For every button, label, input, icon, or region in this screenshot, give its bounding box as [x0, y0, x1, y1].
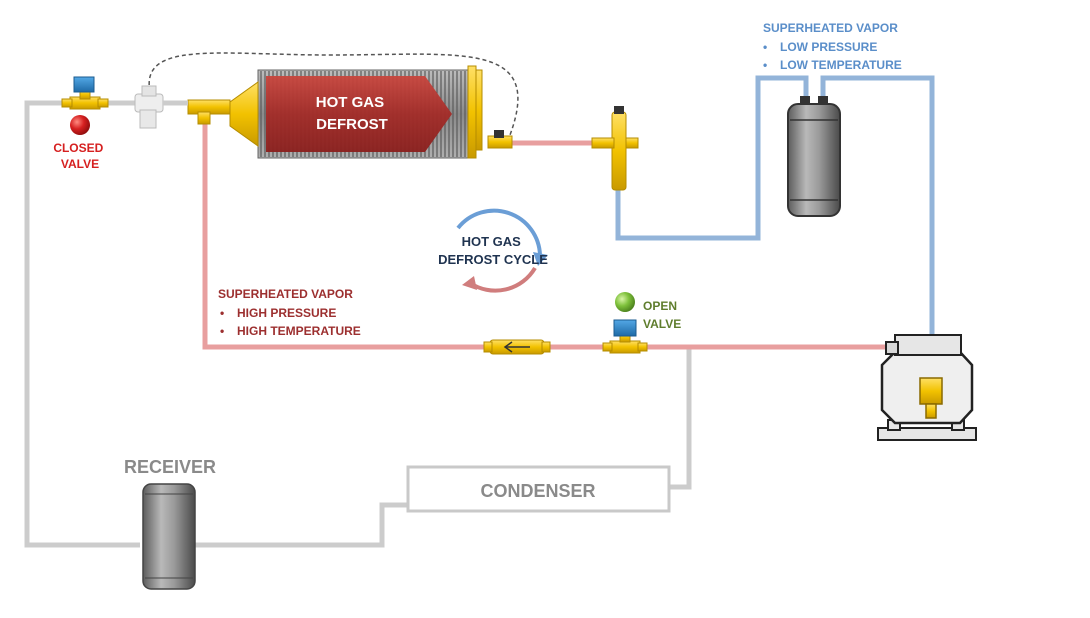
liquid-line-left: [24, 100, 140, 548]
cycle-label: HOT GAS DEFROST CYCLE: [438, 234, 548, 267]
cycle-arrow-blue-icon: [456, 208, 542, 257]
condenser-to-discharge-line: [668, 347, 692, 490]
suction-accumulator: [787, 96, 841, 217]
closed-valve-label-line1: CLOSED: [53, 141, 103, 155]
evaporator-label-line1: HOT GAS: [316, 94, 384, 111]
condenser-box: [406, 465, 671, 513]
suction-state-block: SUPERHEATED VAPOR • LOW PRESSURE • LOW T…: [763, 21, 902, 72]
closed-indicator-icon: [70, 115, 90, 135]
receiver-tank: [142, 483, 196, 590]
discharge-state-item-1: HIGH PRESSURE: [237, 306, 336, 320]
open-solenoid-valve: [602, 319, 648, 354]
discharge-bullet-2: •: [220, 324, 224, 338]
cycle-arrow-red-icon: [468, 266, 537, 293]
hot-gas-line: [202, 120, 893, 350]
closed-valve-label-line2: VALVE: [61, 157, 99, 171]
distributor-tee: [187, 99, 231, 125]
outlet-regulator-valve: [591, 106, 639, 191]
closed-solenoid-valve: [61, 76, 109, 110]
expansion-valve: [134, 85, 188, 129]
solenoid-coil-icon: [73, 76, 95, 93]
receiver-to-condenser-line: [195, 502, 410, 548]
suction-line-lower: [615, 75, 809, 241]
txv-sensing-line: [148, 52, 519, 136]
suction-line-upper: [820, 75, 935, 378]
suction-state-item-1: LOW PRESSURE: [780, 40, 877, 54]
suction-bullet-2: •: [763, 58, 767, 72]
open-valve-label: OPEN VALVE: [643, 299, 681, 331]
evaporator-label-line2: DEFROST: [316, 116, 388, 133]
open-indicator-icon: [615, 292, 635, 312]
suction-state-title: SUPERHEATED VAPOR: [763, 21, 898, 35]
condenser-label: CONDENSER: [480, 481, 595, 501]
solenoid-coil-icon: [613, 319, 637, 337]
compressor: [877, 334, 977, 441]
check-valve: [483, 339, 551, 355]
evaporator-label: HOT GAS DEFROST: [316, 94, 389, 133]
open-valve-label-line2: VALVE: [643, 317, 681, 331]
closed-valve-label: CLOSED VALVE: [53, 141, 106, 171]
cycle-label-line2: DEFROST CYCLE: [438, 252, 548, 267]
cycle-label-line1: HOT GAS: [462, 234, 522, 249]
suction-state-item-2: LOW TEMPERATURE: [780, 58, 902, 72]
receiver-label: RECEIVER: [124, 457, 216, 477]
open-valve-label-line1: OPEN: [643, 299, 677, 313]
discharge-state-title: SUPERHEATED VAPOR: [218, 287, 353, 301]
hot-gas-arrow: [266, 76, 452, 152]
discharge-state-block: SUPERHEATED VAPOR • HIGH PRESSURE • HIGH…: [218, 287, 361, 338]
discharge-bullet-1: •: [220, 306, 224, 320]
suction-bullet-1: •: [763, 40, 767, 54]
evaporator-coil: [229, 65, 513, 159]
discharge-state-item-2: HIGH TEMPERATURE: [237, 324, 361, 338]
